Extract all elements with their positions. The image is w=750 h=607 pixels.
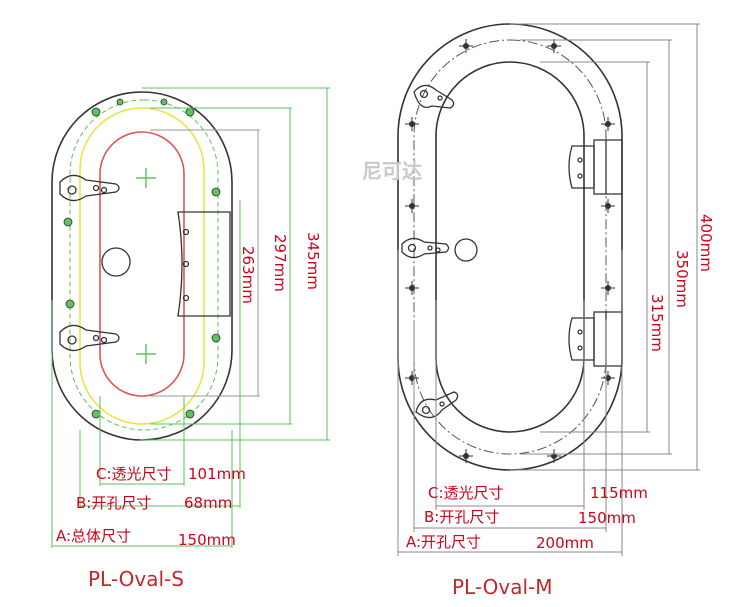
oval-s-latch <box>177 211 231 317</box>
oval-m-dim-350: 350mm <box>673 250 691 308</box>
oval-m-dim-315: 315mm <box>648 294 666 352</box>
oval-s-drawing <box>51 87 330 548</box>
oval-s-c-value: 101mm <box>188 465 246 483</box>
oval-m-hinge-top <box>568 139 623 195</box>
oval-m-a-label: A:开孔尺寸 <box>406 533 481 551</box>
oval-m-dim-400: 400mm <box>697 214 715 272</box>
oval-s-dim-345: 345mm <box>304 232 322 290</box>
oval-s-dim-263: 263mm <box>239 246 257 304</box>
oval-m-dog-bottom <box>415 391 459 419</box>
oval-s-bolts <box>63 98 221 419</box>
oval-m-b-label: B:开孔尺寸 <box>424 508 499 526</box>
oval-s-b-label: B:开孔尺寸 <box>76 494 151 512</box>
oval-s-b-value: 68mm <box>184 494 232 512</box>
oval-s-c-label: C:透光尺寸 <box>96 465 172 483</box>
oval-s-a-label: A:总体尺寸 <box>56 527 131 545</box>
oval-s-hinge-top <box>59 174 120 202</box>
watermark: 尼可达 <box>362 159 422 183</box>
oval-m-c-label: C:透光尺寸 <box>428 484 504 502</box>
oval-m-a-value: 200mm <box>536 534 594 552</box>
oval-m-b-value: 150mm <box>578 509 636 527</box>
oval-m-c-value: 115mm <box>590 484 648 502</box>
oval-s-hinge-bottom <box>59 324 120 352</box>
oval-s-caption: PL-Oval-S <box>88 567 184 591</box>
oval-m-caption: PL-Oval-M <box>452 575 553 599</box>
oval-m-dog-middle <box>401 237 450 259</box>
oval-s-dim-297: 297mm <box>271 234 289 292</box>
oval-m-hinge-bottom <box>568 311 623 367</box>
oval-m-drawing <box>397 23 700 556</box>
oval-m-dog-top <box>413 84 455 109</box>
oval-s-a-value: 150mm <box>178 531 236 549</box>
